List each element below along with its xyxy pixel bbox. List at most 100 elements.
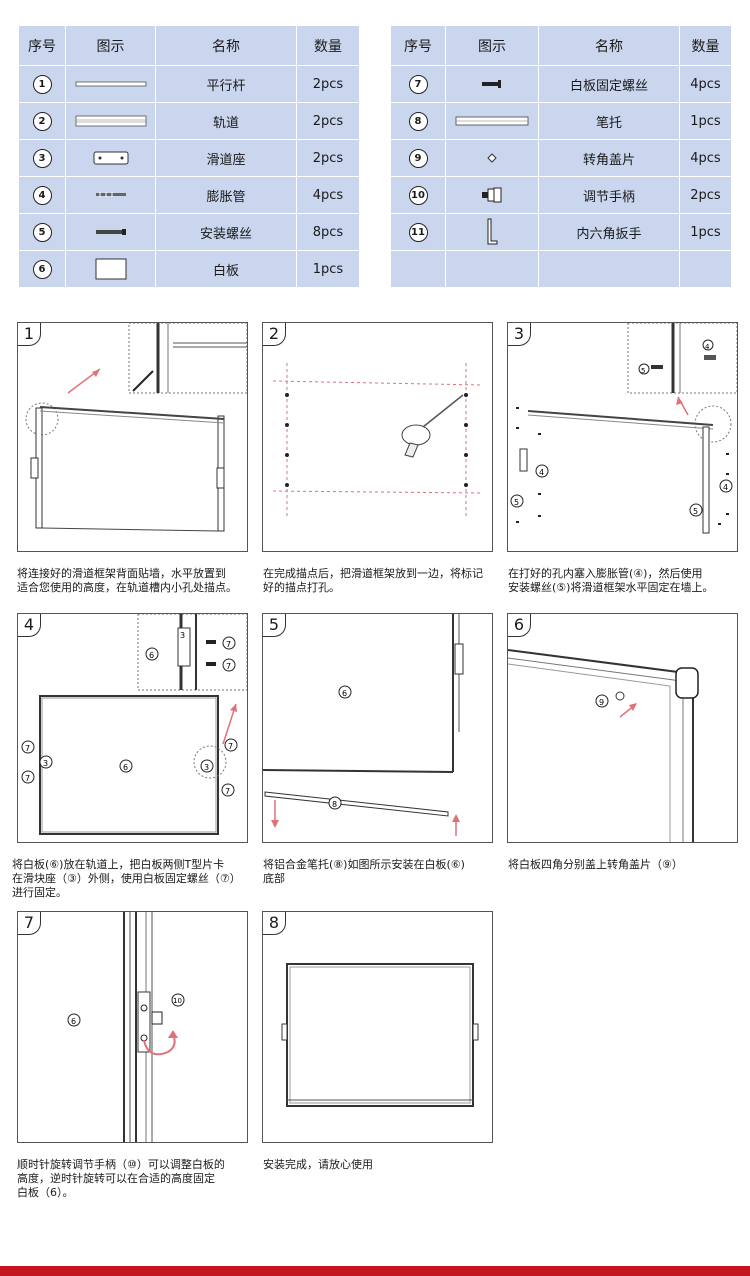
- table-row: 8 笔托 1pcs: [390, 102, 732, 140]
- rail-icon: [75, 115, 146, 127]
- step-caption: 在打好的孔内塞入膨胀管(④)，然后使用 安装螺丝(⑤)将滑道框架水平固定在墙上。: [508, 567, 714, 594]
- corner-cap-icon: [487, 153, 497, 163]
- step-number: 6: [508, 614, 531, 637]
- part-number: 10: [408, 185, 428, 205]
- part-name: 轨道: [155, 102, 297, 140]
- anchor-tube-icon: [95, 192, 126, 197]
- table-row: 1 平行杆 2pcs: [18, 65, 360, 103]
- part-name: 白板固定螺丝: [538, 65, 680, 103]
- table-row: 3 滑道座 2pcs: [18, 139, 360, 177]
- part-number: 7: [408, 74, 428, 94]
- step-caption: 将白板(⑥)放在轨道上，把白板两侧T型片卡 在滑块座（③）外侧，使用白板固定螺丝…: [12, 858, 241, 899]
- callout-5: 5: [514, 498, 519, 507]
- step-panel-7: 7 10 6: [17, 911, 248, 1143]
- part-name: 内六角扳手: [538, 213, 680, 251]
- part-number: 2: [32, 111, 52, 131]
- part-number: 11: [408, 222, 428, 242]
- whiteboard-icon: [95, 258, 126, 280]
- step3-illustration: 4 5 4 5 4 5: [510, 322, 738, 534]
- step-panel-8: 8: [262, 911, 493, 1143]
- step2-illustration: [272, 363, 482, 518]
- part-qty: 2pcs: [296, 102, 360, 140]
- part-qty: 4pcs: [679, 65, 732, 103]
- step-number: 7: [18, 912, 41, 935]
- part-name: 白板: [155, 250, 297, 288]
- callout-3: 3: [180, 631, 185, 640]
- part-name: 平行杆: [155, 65, 297, 103]
- board-screw-icon: [482, 80, 501, 88]
- step5-illustration: 6 8: [262, 614, 464, 836]
- part-name: 调节手柄: [538, 176, 680, 214]
- callout-6: 6: [342, 689, 347, 698]
- part-name: 笔托: [538, 102, 680, 140]
- part-number: 5: [32, 222, 52, 242]
- step-caption: 顺时针旋转调节手柄（⑩）可以调整白板的 高度，逆时针旋转可以在合适的高度固定 白…: [17, 1158, 225, 1199]
- callout-6: 6: [71, 1017, 76, 1026]
- callout-7: 7: [228, 742, 233, 751]
- table-row: 5 安装螺丝 8pcs: [18, 213, 360, 251]
- col-header-pic: 图示: [445, 25, 539, 66]
- part-number: 1: [32, 74, 52, 94]
- part-number: 8: [408, 111, 428, 131]
- step-number: 1: [18, 323, 41, 346]
- step-caption: 安装完成，请放心使用: [263, 1158, 373, 1171]
- step4-illustration: 6 3 7 7 6 3 3 7 7 7 7: [21, 613, 248, 835]
- part-number: 6: [32, 259, 52, 279]
- col-header-no: 序号: [390, 25, 446, 66]
- step-caption: 将铝合金笔托(⑧)如图所示安装在白板(⑥) 底部: [263, 858, 465, 885]
- callout-7: 7: [25, 744, 30, 753]
- step6-illustration: 9: [507, 649, 699, 842]
- col-header-no: 序号: [18, 25, 66, 66]
- step-number: 2: [263, 323, 286, 346]
- footer-red-bar: [0, 1266, 750, 1276]
- part-qty: 1pcs: [679, 102, 732, 140]
- step-panel-1: 1: [17, 322, 248, 552]
- col-header-qty: 数量: [296, 25, 360, 66]
- col-header-name: 名称: [155, 25, 297, 66]
- table-row: 7 白板固定螺丝 4pcs: [390, 65, 732, 103]
- part-name: 转角盖片: [538, 139, 680, 177]
- col-header-name: 名称: [538, 25, 680, 66]
- part-qty: 4pcs: [296, 176, 360, 214]
- col-header-pic: 图示: [65, 25, 156, 66]
- callout-7: 7: [25, 774, 30, 783]
- step-number: 3: [508, 323, 531, 346]
- adjust-handle-icon: [482, 187, 502, 203]
- step-number: 5: [263, 614, 286, 637]
- mounting-screw-icon: [95, 229, 126, 235]
- callout-7: 7: [225, 787, 230, 796]
- step8-illustration: [281, 963, 479, 1107]
- parts-table-right: 序号 图示 名称 数量 7 白板固定螺丝 4pcs 8 笔托 1pcs 9 转角…: [390, 25, 732, 288]
- part-name: 安装螺丝: [155, 213, 297, 251]
- step-panel-3: 3 4 5 4 5 4 5: [507, 322, 738, 552]
- part-qty: 4pcs: [679, 139, 732, 177]
- callout-5: 5: [693, 507, 698, 516]
- table-header-row: 序号 图示 名称 数量: [18, 25, 360, 66]
- part-qty: 8pcs: [296, 213, 360, 251]
- part-qty: 2pcs: [296, 65, 360, 103]
- step-caption: 将连接好的滑道框架背面贴墙，水平放置到 适合您使用的高度，在轨道槽内小孔处描点。: [17, 567, 237, 594]
- table-row: 10 调节手柄 2pcs: [390, 176, 732, 214]
- callout-6: 6: [123, 763, 128, 772]
- callout-6: 6: [149, 651, 154, 660]
- slide-seat-icon: [93, 151, 128, 165]
- pen-tray-icon: [455, 116, 529, 126]
- step-caption: 在完成描点后，把滑道框架放到一边，将标记 好的描点打孔。: [263, 567, 483, 594]
- callout-4: 4: [723, 483, 728, 492]
- table-header-row: 序号 图示 名称 数量: [390, 25, 732, 66]
- callout-9: 9: [599, 698, 604, 707]
- step-caption: 将白板四角分别盖上转角盖片（⑨）: [508, 858, 683, 871]
- callout-4: 4: [539, 468, 544, 477]
- callout-10: 10: [173, 997, 182, 1005]
- part-number: 4: [32, 185, 52, 205]
- table-row: 11 内六角扳手 1pcs: [390, 213, 732, 251]
- table-row: 2 轨道 2pcs: [18, 102, 360, 140]
- part-name: 滑道座: [155, 139, 297, 177]
- table-row-empty: [390, 250, 732, 288]
- col-header-qty: 数量: [679, 25, 732, 66]
- step-panel-6: 6 9: [507, 613, 738, 843]
- step-number: 8: [263, 912, 286, 935]
- part-qty: 1pcs: [296, 250, 360, 288]
- part-qty: 2pcs: [679, 176, 732, 214]
- step-panel-4: 4 6 3 7 7 6 3 3 7 7 7 7: [17, 613, 248, 843]
